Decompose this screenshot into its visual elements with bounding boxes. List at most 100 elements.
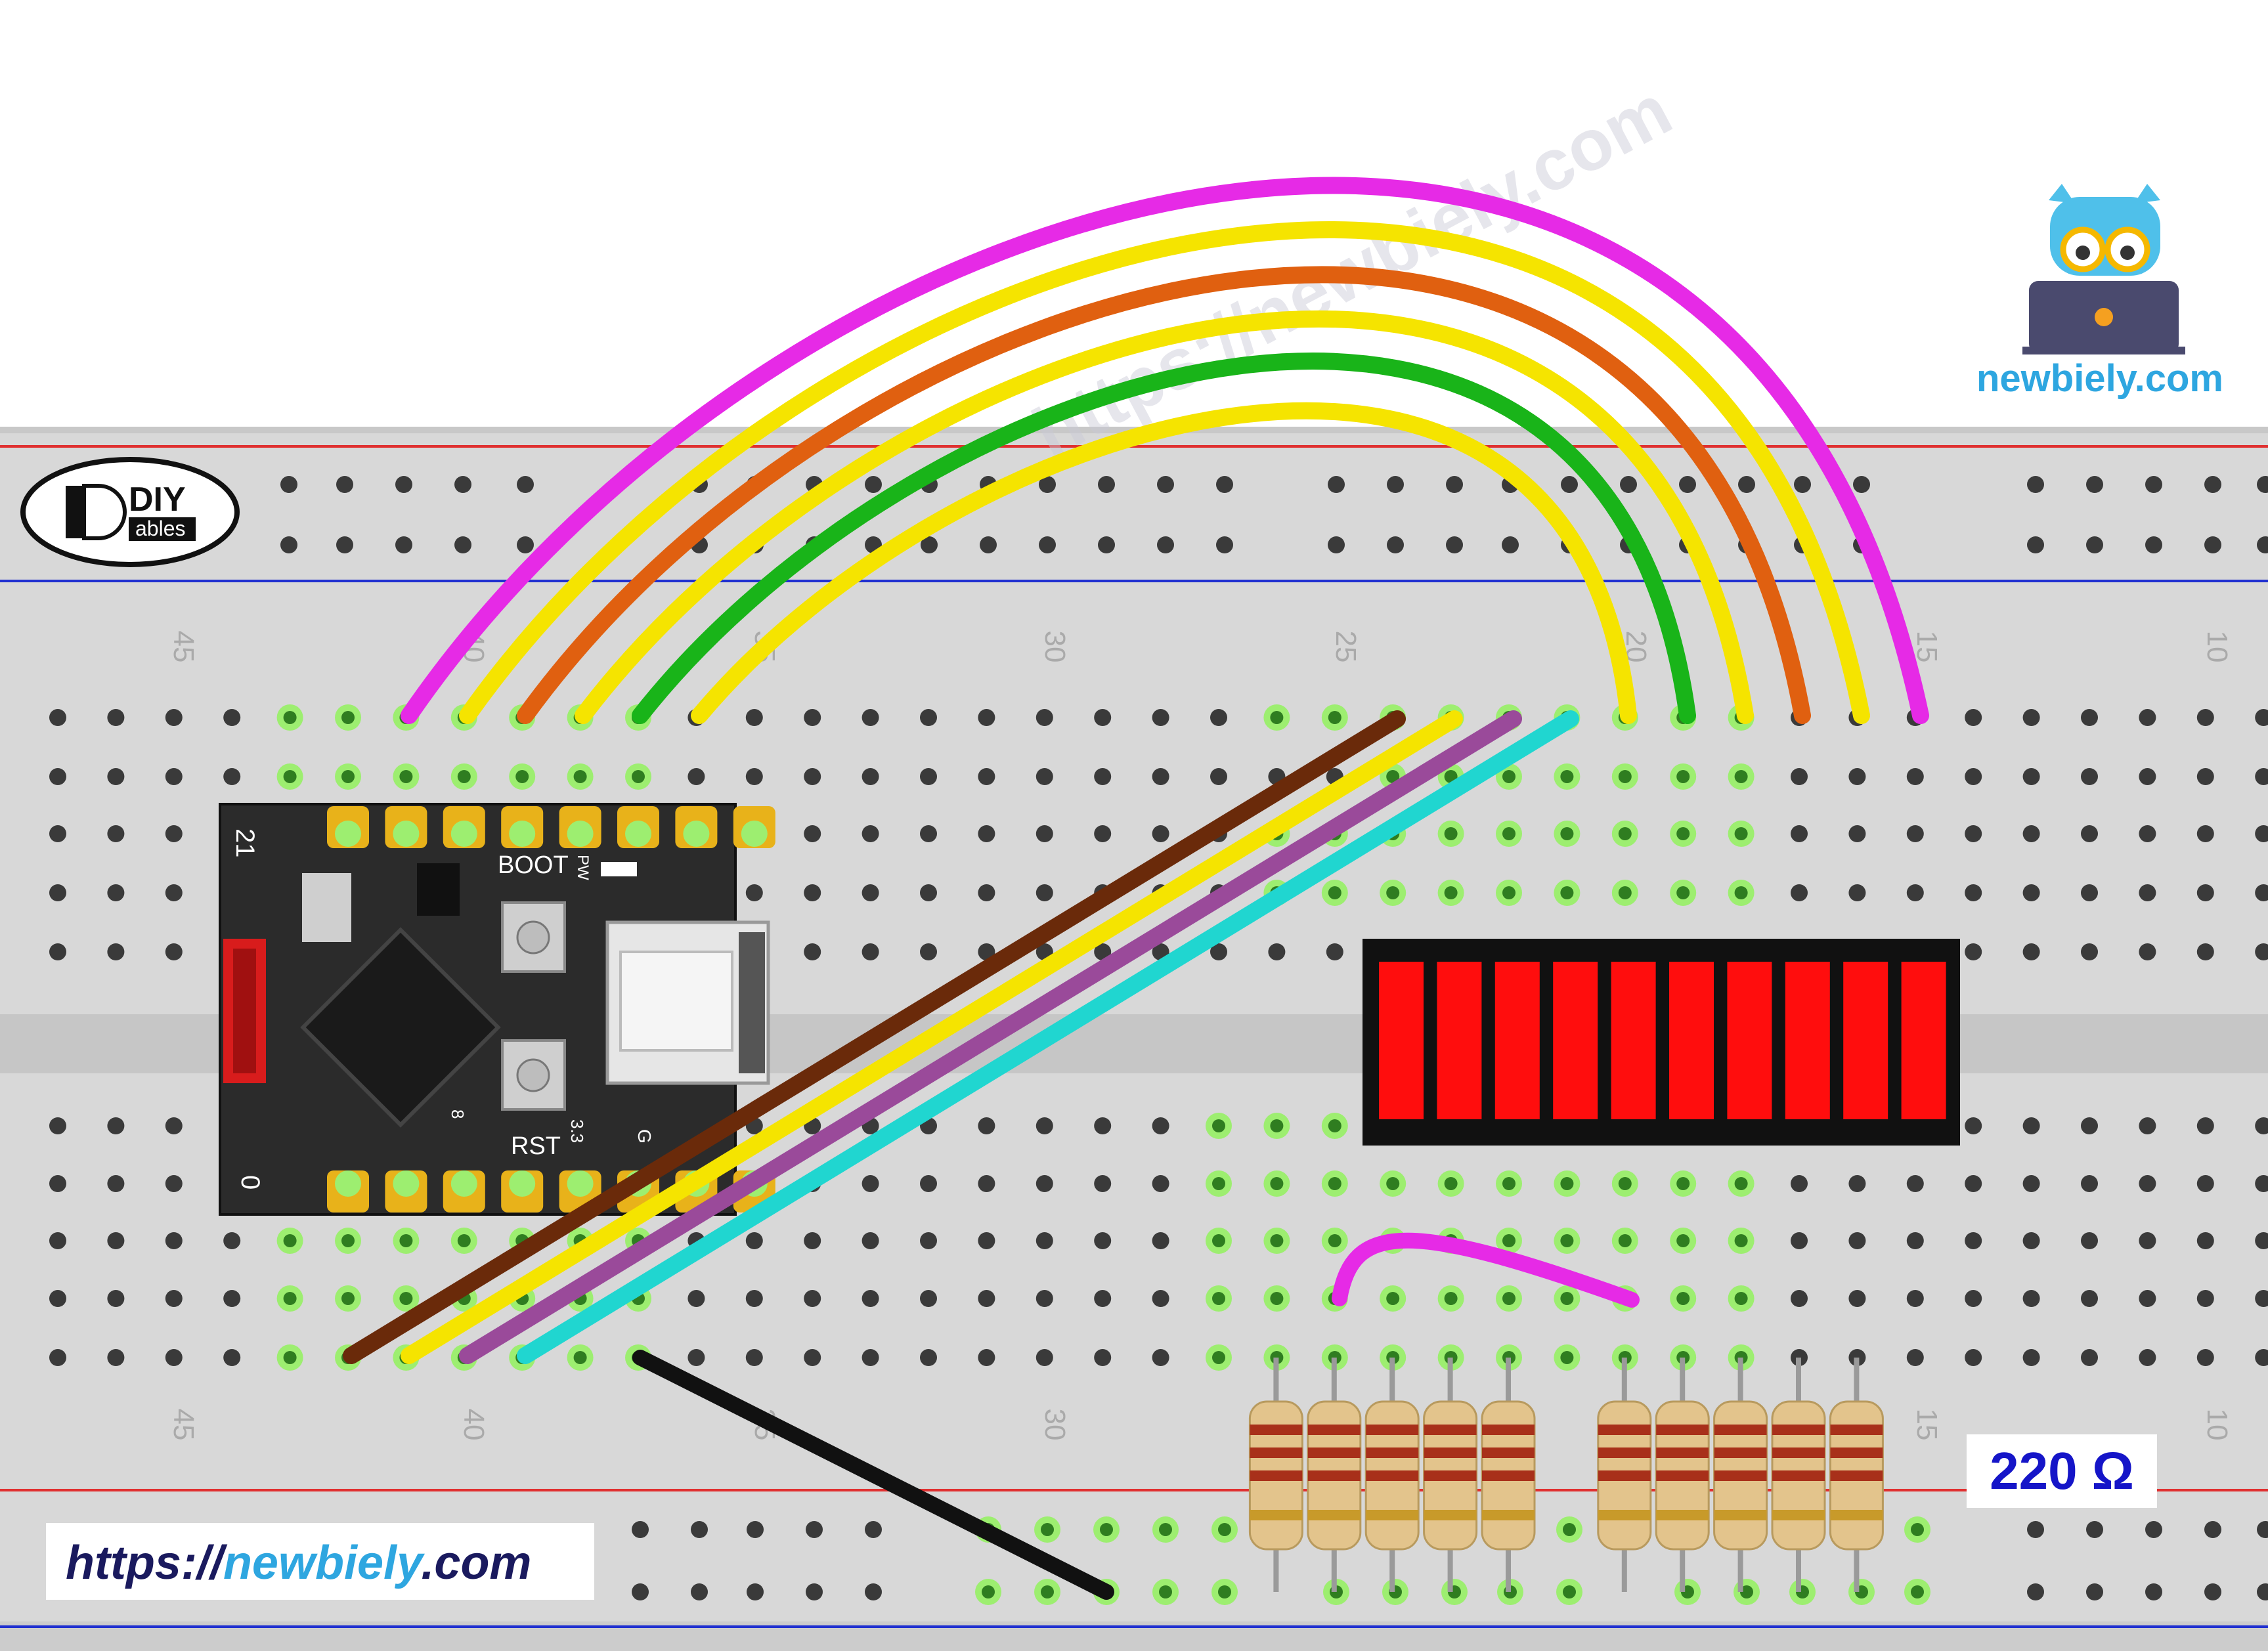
hole xyxy=(165,943,183,960)
resistor-band-gold xyxy=(1714,1510,1767,1520)
wire-magenta-jumper xyxy=(1332,1232,1640,1308)
hole xyxy=(165,884,183,901)
hole xyxy=(107,1117,125,1134)
resistor-band xyxy=(1598,1425,1651,1435)
wire-magenta-arc xyxy=(401,177,1929,724)
resistor-band xyxy=(1424,1425,1477,1435)
resistor-band-gold xyxy=(1424,1510,1477,1520)
hole xyxy=(107,1232,125,1249)
board-label-rst: RST xyxy=(511,1132,561,1160)
led-bar-graph xyxy=(1363,939,1960,1146)
board-pin-top-hole xyxy=(335,821,361,847)
rail-hole xyxy=(691,1521,708,1538)
hole xyxy=(1210,709,1227,726)
hole xyxy=(223,1232,241,1249)
hole xyxy=(1965,1290,1982,1307)
rail-hole xyxy=(1039,536,1056,553)
hole xyxy=(978,1349,995,1366)
hole-inner xyxy=(399,1292,413,1305)
hole xyxy=(1848,1290,1866,1307)
hole xyxy=(1152,709,1169,726)
hole xyxy=(978,825,995,842)
hole-inner xyxy=(1560,1292,1574,1305)
hole xyxy=(804,1290,821,1307)
hole-inner xyxy=(573,1351,587,1364)
hole-inner xyxy=(1734,770,1748,783)
hole xyxy=(1848,1175,1866,1192)
hole-inner xyxy=(1676,770,1690,783)
rail-hole xyxy=(2086,476,2103,493)
wire-orange-arc xyxy=(517,266,1811,724)
resistor-band xyxy=(1366,1425,1419,1435)
hole xyxy=(978,1117,995,1134)
resistor-band xyxy=(1366,1470,1419,1481)
hole-inner xyxy=(457,1234,471,1247)
hole-inner xyxy=(399,1234,413,1247)
rail-hole xyxy=(1098,536,1115,553)
resistor-band xyxy=(1656,1447,1709,1458)
board-label-0: 0 xyxy=(236,1175,265,1190)
hole xyxy=(861,1349,879,1366)
hole xyxy=(165,709,183,726)
hole xyxy=(920,943,937,960)
rail-hole xyxy=(921,536,938,553)
rail-hole xyxy=(1738,476,1755,493)
regulator-chip xyxy=(417,863,460,916)
hole xyxy=(1152,768,1169,785)
hole xyxy=(2022,768,2040,785)
hole xyxy=(1036,884,1053,901)
hole xyxy=(1791,825,1808,842)
rst-button[interactable] xyxy=(501,1039,566,1111)
hole xyxy=(2255,1232,2268,1249)
hole-inner xyxy=(341,770,355,783)
rail-hole-inner xyxy=(1563,1523,1576,1536)
hole-inner xyxy=(457,770,471,783)
hole xyxy=(1791,768,1808,785)
resistor-band xyxy=(1482,1470,1535,1481)
rail-hole xyxy=(1794,476,1811,493)
hole xyxy=(920,1290,937,1307)
hole xyxy=(49,943,66,960)
hole xyxy=(2139,709,2156,726)
hole xyxy=(1965,1232,1982,1249)
hole-inner xyxy=(1212,1234,1225,1247)
resistor-band xyxy=(1250,1470,1303,1481)
hole-inner xyxy=(1734,1177,1748,1190)
hole xyxy=(745,768,763,785)
hole xyxy=(2022,1232,2040,1249)
hole xyxy=(49,768,66,785)
hole xyxy=(2139,825,2156,842)
wire-yellow-diagonal xyxy=(401,710,1463,1364)
resistor-band xyxy=(1482,1425,1535,1435)
hole xyxy=(223,1349,241,1366)
newbiely-site-label: newbiely.com xyxy=(1976,357,2223,400)
hole xyxy=(1791,1175,1808,1192)
hole xyxy=(1848,884,1866,901)
hole xyxy=(2255,1117,2268,1134)
resistor-band xyxy=(1307,1425,1361,1435)
rail-hole xyxy=(2257,1521,2268,1538)
hole-inner xyxy=(1560,770,1574,783)
url-text[interactable]: https://newbiely.com xyxy=(66,1537,531,1589)
hole xyxy=(49,884,66,901)
rail-hole xyxy=(2257,1583,2268,1600)
hole xyxy=(1965,1175,1982,1192)
hole xyxy=(920,884,937,901)
hole-inner xyxy=(1444,827,1458,840)
hole xyxy=(1791,884,1808,901)
hole xyxy=(1965,709,1982,726)
hole-inner xyxy=(1560,1351,1574,1364)
hole-inner xyxy=(1444,1177,1458,1190)
hole-inner xyxy=(1560,1177,1574,1190)
hole xyxy=(1152,1290,1169,1307)
hole xyxy=(2196,1349,2214,1366)
hole xyxy=(2081,943,2098,960)
hole xyxy=(1906,825,1924,842)
hole xyxy=(165,1175,183,1192)
hole xyxy=(1210,768,1227,785)
hole-inner xyxy=(1386,886,1400,899)
rail-hole xyxy=(1216,476,1233,493)
hole xyxy=(2022,884,2040,901)
hole xyxy=(1906,884,1924,901)
board-pin-bottom-hole xyxy=(567,1170,594,1197)
